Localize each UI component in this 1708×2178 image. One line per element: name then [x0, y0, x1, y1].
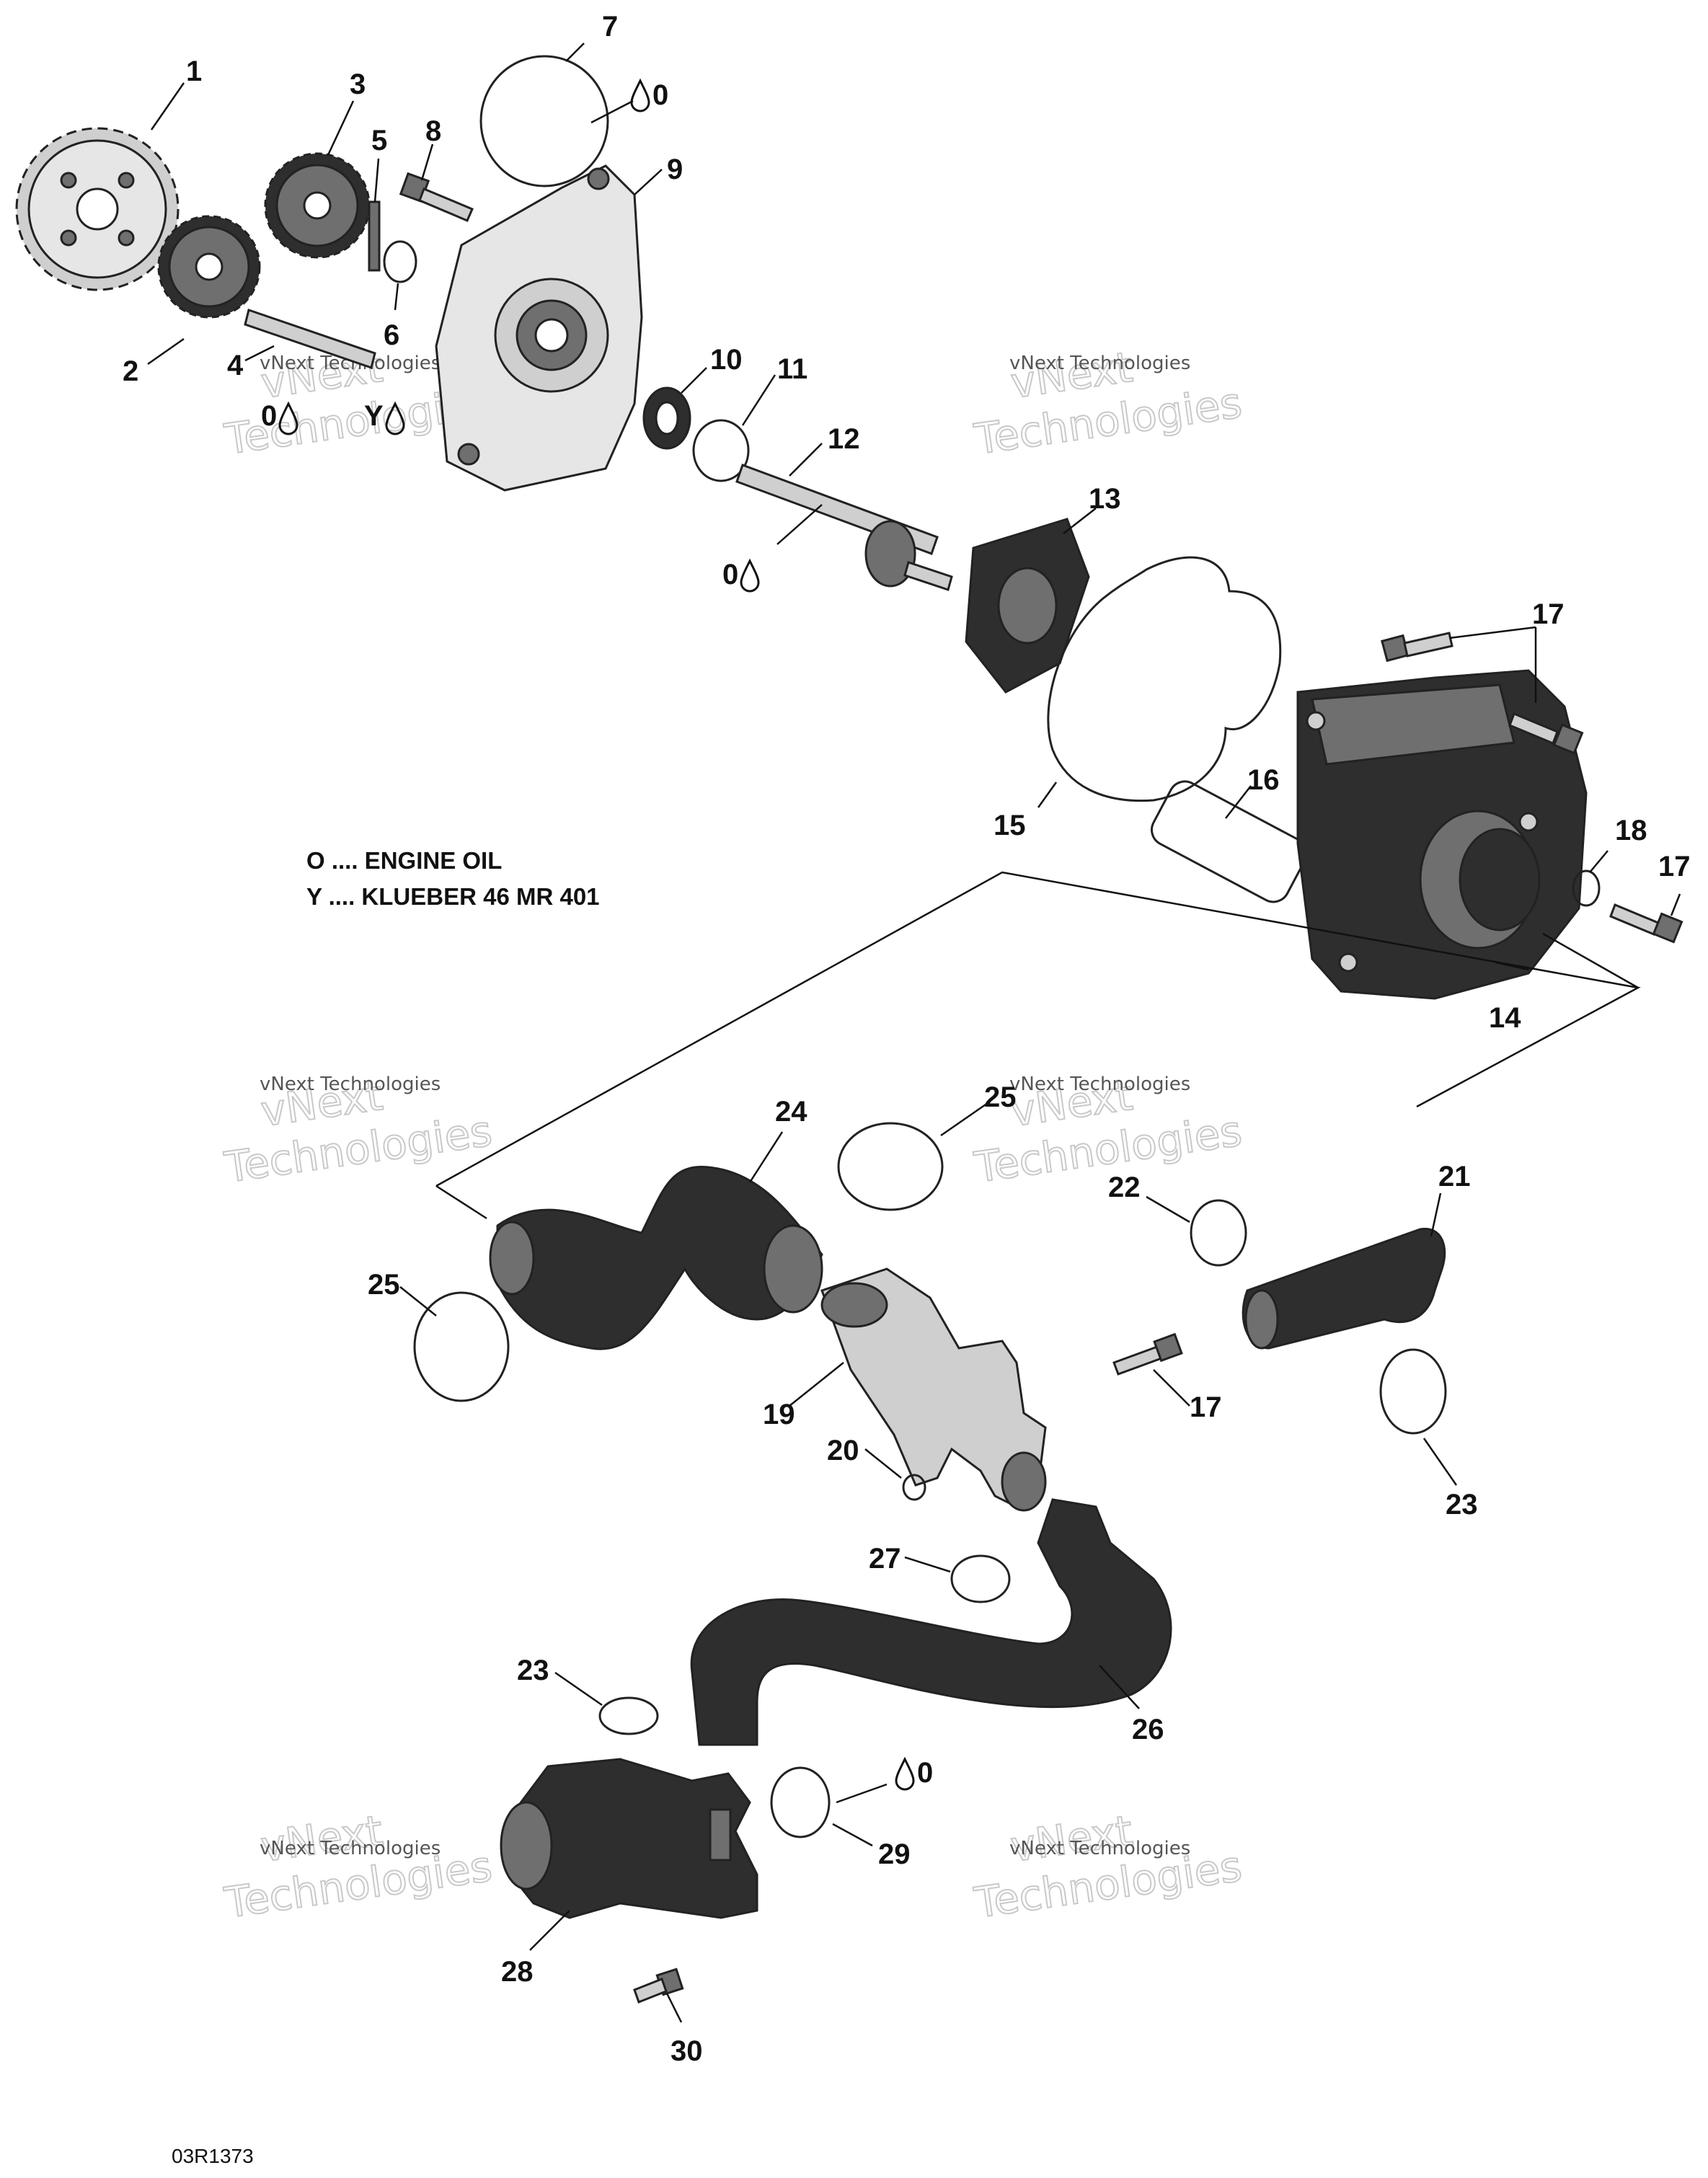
svg-text:0: 0 — [917, 1757, 933, 1789]
oil-drop-icon — [630, 78, 650, 112]
callout-11: 11 — [777, 353, 807, 385]
part-18-washer — [1572, 869, 1601, 907]
callout-1: 1 — [186, 56, 202, 87]
part-5-pin — [368, 200, 381, 272]
part-2-gear — [157, 215, 261, 319]
lubricant-mark-12: 0 — [722, 558, 760, 593]
part-14-pump-cover — [1296, 669, 1588, 1000]
part-15-gasket — [1047, 556, 1282, 802]
callout-22: 22 — [1108, 1172, 1141, 1203]
watermark-small: vNext Technologies — [1009, 353, 1190, 374]
callout-30: 30 — [671, 2035, 703, 2067]
callout-labels: 1 2 3 4 5 6 7 8 9 10 11 12 13 14 15 16 1… — [123, 11, 1691, 2067]
callout-25-top: 25 — [984, 1081, 1017, 1113]
part-8-bolt — [399, 172, 474, 222]
part-17-bolt — [1508, 712, 1584, 755]
callout-17-lower: 17 — [1190, 1391, 1222, 1423]
svg-text:0: 0 — [261, 400, 277, 432]
assembly-outline — [435, 871, 1641, 1220]
callout-23-right: 23 — [1446, 1489, 1478, 1520]
part-6-washer — [383, 240, 417, 283]
callout-13: 13 — [1089, 483, 1121, 515]
part-17-bolt — [1609, 903, 1683, 944]
leader-lines — [147, 43, 1681, 2023]
part-30-bolt — [633, 1967, 684, 2004]
callout-10: 10 — [710, 344, 743, 376]
callout-15: 15 — [994, 810, 1026, 841]
part-10-oil-seal — [642, 386, 691, 450]
part-24-hose — [489, 1166, 823, 1350]
watermark-small: vNext Technologies — [1009, 1073, 1190, 1095]
part-17-bolt — [1381, 632, 1453, 663]
callout-26: 26 — [1132, 1714, 1164, 1745]
part-20-washer — [902, 1474, 926, 1501]
part-9-pump-housing — [435, 164, 643, 492]
part-21-short-hose — [1242, 1228, 1446, 1350]
callout-17-right: 17 — [1658, 851, 1691, 882]
callout-20: 20 — [827, 1435, 859, 1466]
callout-25-left: 25 — [368, 1269, 400, 1301]
part-7-o-ring — [479, 55, 609, 187]
oil-drop-icon — [895, 1756, 915, 1791]
part-12-pump-shaft — [735, 464, 953, 591]
reference-code: 03R1373 — [172, 2145, 254, 2167]
part-13-impeller — [965, 518, 1090, 694]
svg-text:0: 0 — [722, 559, 738, 590]
lubricant-mark-4: 0 — [261, 400, 298, 435]
part-11-ring — [692, 419, 750, 482]
lubricant-legend: O .... ENGINE OIL Y .... KLUEBER 46 MR 4… — [306, 847, 600, 910]
lubricant-mark-7: 0 — [630, 78, 668, 112]
lubricant-marks: 0 0 Y 0 0 — [261, 78, 933, 1791]
callout-21: 21 — [1438, 1161, 1471, 1192]
callout-14: 14 — [1489, 1002, 1521, 1034]
part-28-outlet-housing — [500, 1758, 758, 1919]
watermark-small: vNext Technologies — [260, 1073, 441, 1095]
callout-7: 7 — [602, 11, 618, 43]
part-1-drive-gear — [15, 127, 180, 291]
callout-19: 19 — [763, 1399, 795, 1430]
lubricant-mark-29: 0 — [895, 1756, 933, 1791]
callout-24: 24 — [775, 1096, 807, 1128]
legend-engine-oil: O .... ENGINE OIL — [306, 847, 502, 874]
callout-6: 6 — [384, 319, 399, 351]
callout-2: 2 — [123, 355, 138, 387]
callout-17-top: 17 — [1532, 598, 1565, 630]
callout-5: 5 — [371, 125, 387, 156]
callout-23-left: 23 — [517, 1655, 549, 1686]
callout-4: 4 — [227, 350, 244, 381]
svg-text:0: 0 — [652, 79, 668, 111]
lubricant-mark-6: Y — [364, 400, 405, 435]
callout-18: 18 — [1615, 815, 1647, 846]
callout-29: 29 — [878, 1838, 911, 1870]
callout-9: 9 — [667, 154, 683, 185]
part-23-clamp — [1379, 1348, 1447, 1435]
part-27-clamp — [950, 1554, 1011, 1603]
part-25-clamp — [413, 1291, 510, 1402]
callout-3: 3 — [350, 68, 366, 100]
callout-12: 12 — [828, 423, 860, 455]
part-19-thermostat-housing — [820, 1267, 1047, 1512]
part-22-clamp — [1190, 1199, 1247, 1267]
legend-klueber: Y .... KLUEBER 46 MR 401 — [306, 883, 600, 910]
oil-drop-icon — [278, 401, 298, 435]
grease-drop-icon — [385, 401, 405, 435]
watermark-small: vNext Technologies — [260, 1838, 441, 1859]
callout-27: 27 — [869, 1543, 901, 1575]
part-4-shaft — [244, 309, 376, 369]
part-3-gear — [264, 152, 371, 259]
part-16-small-gasket — [1151, 780, 1308, 903]
part-29-o-ring — [770, 1766, 831, 1838]
watermark-small: vNext Technologies — [1009, 1838, 1190, 1859]
svg-text:Y: Y — [364, 400, 384, 432]
callout-16: 16 — [1247, 764, 1280, 796]
callout-28: 28 — [501, 1956, 534, 1988]
part-26-long-hose — [690, 1498, 1172, 1746]
part-17-bolt — [1112, 1332, 1183, 1376]
callout-8: 8 — [425, 115, 441, 147]
part-25-clamp — [837, 1122, 944, 1211]
part-23-clamp — [598, 1696, 659, 1735]
oil-drop-icon — [740, 558, 760, 593]
